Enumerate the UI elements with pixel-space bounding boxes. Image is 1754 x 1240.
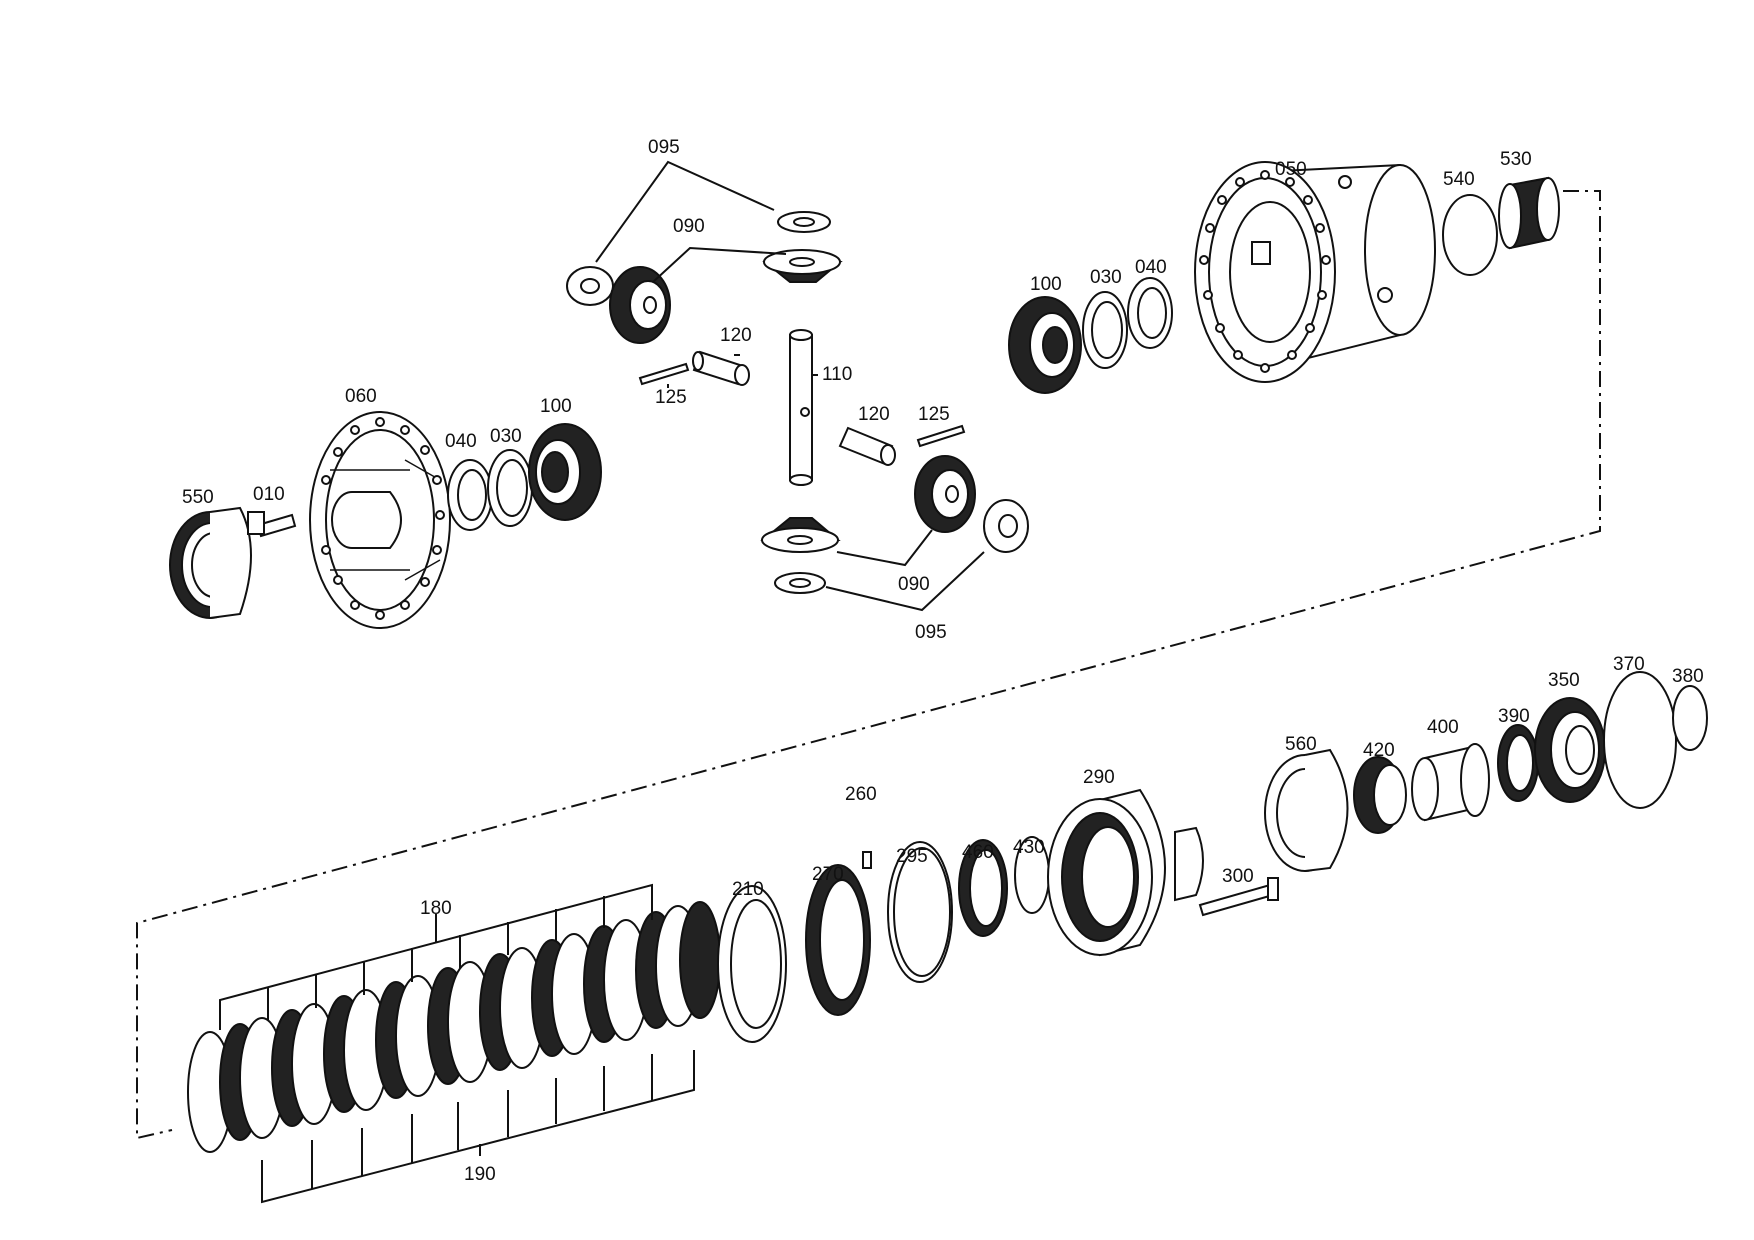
callout-270: 270 [812, 864, 844, 885]
thrust-washer-040-right [1127, 277, 1173, 349]
assembly-axis-line [136, 190, 1601, 1140]
callout-120-right: 120 [858, 404, 890, 425]
clutch-plate-stack-180-190 [187, 901, 721, 1153]
callout-420: 420 [1363, 740, 1395, 761]
roll-pin-125-left [638, 362, 690, 386]
callout-300: 300 [1222, 866, 1254, 887]
thrust-washer-095-bottom [774, 572, 826, 594]
bracket-180 [219, 883, 653, 1030]
leader-090-top [652, 246, 787, 283]
callout-260: 260 [845, 784, 877, 805]
sleeve-120-left [692, 350, 750, 386]
callout-120-left: 120 [720, 325, 752, 346]
leader-095-bottom [825, 551, 985, 612]
bearing-350 [1534, 697, 1606, 803]
bolt-300 [1198, 877, 1279, 917]
thrust-washer-095-right [983, 499, 1029, 553]
callout-350: 350 [1548, 670, 1580, 691]
clutch-piston-290 [1047, 788, 1204, 957]
housing-flange-060 [309, 411, 451, 629]
thrust-washer-095-left [566, 266, 614, 306]
pinion-gear-090-left [609, 266, 671, 344]
sleeve-120-right [838, 426, 896, 466]
bracket-190 [261, 1050, 695, 1204]
o-ring-370 [1603, 671, 1677, 809]
clutch-plate [655, 901, 721, 1027]
shim-030-right [1082, 291, 1128, 369]
callout-190: 190 [464, 1164, 496, 1185]
callout-110: 110 [822, 364, 852, 385]
callout-030-left: 030 [490, 426, 522, 447]
snap-ring-540 [1442, 194, 1498, 276]
flange-bolt-holes-060 [321, 417, 445, 620]
spring-plate-270 [805, 864, 871, 1016]
callout-050: 050 [1275, 159, 1307, 180]
callout-550: 550 [182, 487, 214, 508]
callout-040-right: 040 [1135, 257, 1167, 278]
callout-390: 390 [1498, 706, 1530, 727]
leader-090-bottom [836, 529, 933, 567]
callout-100-right: 100 [1030, 274, 1062, 295]
cross-shaft-110 [789, 329, 813, 486]
callout-090-bottom: 090 [898, 574, 930, 595]
side-gear-090-top [762, 249, 843, 283]
bearing-560 [1264, 748, 1349, 872]
o-ring-380 [1672, 685, 1708, 751]
callout-530: 530 [1500, 149, 1532, 170]
callout-095-top: 095 [648, 137, 680, 158]
callout-labels: 095 090 120 125 110 120 125 090 095 550 … [182, 137, 1704, 1185]
callout-125-right: 125 [918, 404, 950, 425]
callout-290: 290 [1083, 767, 1115, 788]
sleeve-530 [1498, 176, 1560, 250]
differential-housing-050 [1194, 161, 1436, 383]
callout-400: 400 [1427, 717, 1459, 738]
spacer-400 [1411, 743, 1490, 822]
callout-295: 295 [896, 846, 928, 867]
callout-210: 210 [732, 879, 764, 900]
callout-430: 430 [1013, 837, 1045, 858]
callout-460: 460 [962, 842, 994, 863]
washer-390 [1497, 724, 1539, 802]
seal-460 [958, 839, 1008, 937]
side-gear-100-left [528, 423, 602, 521]
pinion-gear-090-right [914, 455, 976, 533]
leader-095-top [595, 160, 775, 263]
disc-210 [717, 885, 787, 1043]
housing-bolt-holes-050 [1199, 170, 1331, 373]
bolt-010 [247, 511, 297, 538]
callout-560: 560 [1285, 734, 1317, 755]
thrust-washer-095-top [777, 211, 831, 233]
callout-100-left: 100 [540, 396, 572, 417]
callout-040-left: 040 [445, 431, 477, 452]
callout-180: 180 [420, 898, 452, 919]
callout-370: 370 [1613, 654, 1645, 675]
callout-090-top: 090 [673, 216, 705, 237]
bearing-550 [169, 506, 252, 619]
callout-060: 060 [345, 386, 377, 407]
callout-125-left: 125 [655, 387, 687, 408]
roll-pin-125-right [916, 424, 966, 448]
shim-030-left [487, 449, 533, 527]
callout-540: 540 [1443, 169, 1475, 190]
callout-030-right: 030 [1090, 267, 1122, 288]
pin-260 [862, 851, 872, 869]
ring-295 [887, 841, 953, 983]
nut-420 [1353, 756, 1407, 834]
callout-010: 010 [253, 484, 285, 505]
side-gear-090-bottom [760, 517, 841, 553]
callout-095-bottom: 095 [915, 622, 947, 643]
thrust-washer-040-left [447, 459, 493, 531]
side-gear-100-right [1008, 296, 1082, 394]
callout-380: 380 [1672, 666, 1704, 687]
